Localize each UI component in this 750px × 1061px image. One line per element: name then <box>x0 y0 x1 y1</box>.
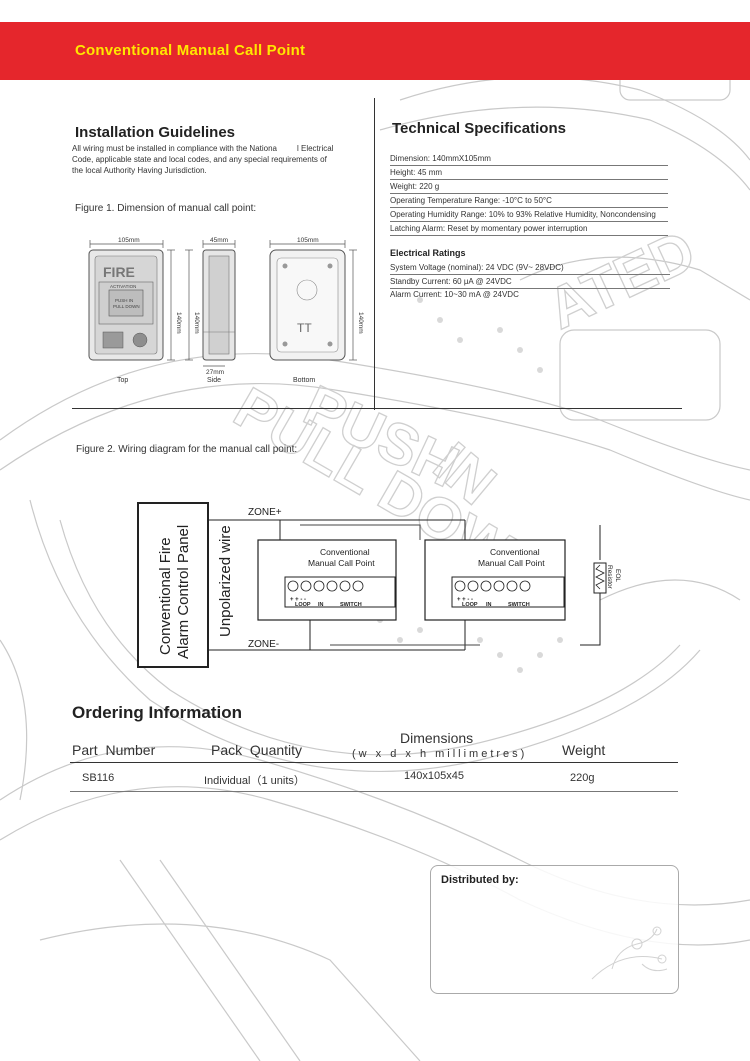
installation-line: Code, applicable state and local codes, … <box>72 155 327 164</box>
electrical-row: Alarm Current: 10~30 mA @ 24VDC <box>390 290 519 299</box>
spec-row: Operating Temperature Range: -10°C to 50… <box>390 195 668 208</box>
figure1-drawing: 105mm 140mm 45mm 140mm 27mm 105mm 140mm … <box>88 237 364 384</box>
label-top: Top <box>117 377 128 384</box>
mcp1-title-line2: Manual Call Point <box>308 558 375 568</box>
electrical-row: Standby Current: 60 μA @ 24VDC <box>390 276 670 289</box>
installation-line: the local Authority Having Jurisdiction. <box>72 166 207 175</box>
ordering-divider-bottom <box>70 791 678 792</box>
device-activation-text: ACTIVATION <box>110 284 136 289</box>
eol-line2: Resistor <box>606 565 613 590</box>
ordering-divider-top <box>70 762 678 763</box>
zone-minus-label: ZONE- <box>248 639 279 650</box>
mcp-box-1 <box>257 539 397 621</box>
weight-header: Weight <box>562 742 606 758</box>
mcp1-signs: + + - - <box>290 597 306 603</box>
bottom-height-label: 140mm <box>357 312 364 334</box>
side-width-label: 45mm <box>210 237 228 244</box>
column-divider <box>374 98 375 410</box>
header-title: Conventional Manual Call Point <box>75 42 306 59</box>
figure1-caption: Figure 1. Dimension of manual call point… <box>75 203 257 214</box>
spec-row: Weight: 220 g <box>390 181 668 194</box>
dims-header: (w x d x h millimetres) <box>352 748 528 760</box>
top-width-label: 105mm <box>118 237 140 244</box>
dims-top-header: Dimensions <box>400 730 474 746</box>
mcp-box-2 <box>424 539 566 621</box>
spec-row: Height: 45 mm <box>390 167 668 180</box>
mcp2-signs: + + - - <box>457 597 473 603</box>
electrical-row: System Voltage (nominal): 24 VDC (9V~ 28… <box>390 262 670 275</box>
ordering-title: Ordering Information <box>72 703 242 722</box>
wiring-diagram: Conventional Fire Alarm Control Panel Un… <box>137 502 621 668</box>
top-height-label: 140mm <box>175 312 182 334</box>
header-bar: Conventional Manual Call Point <box>0 22 750 80</box>
device-pull-text: PULL DOWN <box>113 304 140 309</box>
side-view-device <box>202 249 236 361</box>
installation-text: All wiring must be installed in complian… <box>72 143 372 176</box>
zone-plus-label: ZONE+ <box>248 507 282 518</box>
section-divider <box>72 408 682 409</box>
device-fire-text: FIRE <box>103 264 135 280</box>
label-side: Side <box>207 377 221 384</box>
mcp1-title-line1: Conventional <box>320 547 370 557</box>
bottom-view-device <box>269 249 346 361</box>
spec-row: Dimension: 140mmX105mm <box>390 153 668 166</box>
part-number-cell: SB116 <box>82 772 115 784</box>
eol-line1: EOL <box>614 569 621 582</box>
specs-title: Technical Specifications <box>392 120 566 137</box>
installation-title: Installation Guidelines <box>75 124 236 141</box>
figure2-caption: Figure 2. Wiring diagram for the manual … <box>76 444 298 455</box>
mcp1-loop: LOOP <box>295 602 311 608</box>
mcp2-title-line1: Conventional <box>490 547 540 557</box>
panel-label-line2: Alarm Control Panel <box>175 525 192 659</box>
mcp1-switch: SWITCH <box>340 602 362 608</box>
part-number-header: Part Number <box>72 742 156 758</box>
mcp2-loop: LOOP <box>462 602 478 608</box>
mcp1-in: IN <box>318 602 324 608</box>
mcp2-switch: SWITCH <box>508 602 530 608</box>
spec-row: Operating Humidity Range: 10% to 93% Rel… <box>390 209 668 222</box>
control-panel-box <box>137 502 209 668</box>
electrical-title: Electrical Ratings <box>390 248 466 258</box>
mcp2-in: IN <box>486 602 492 608</box>
top-view-device <box>88 249 164 361</box>
weight-cell: 220g <box>570 772 595 784</box>
pack-quantity-cell: Individual（1 units） <box>204 775 305 787</box>
installation-line: All wiring must be installed in complian… <box>72 144 334 153</box>
unpolarized-label: Unpolarized wire <box>217 525 234 637</box>
device-push-text: PUSH IN <box>115 298 133 303</box>
pack-quantity-header: Pack Quantity <box>211 742 303 758</box>
distributed-by-box: Distributed by: <box>430 865 679 994</box>
side-depth-label: 27mm <box>206 369 224 376</box>
mcp2-title-line2: Manual Call Point <box>478 558 545 568</box>
floral-ornament <box>591 926 668 980</box>
spec-row: Latching Alarm: Reset by momentary power… <box>390 223 668 236</box>
label-bottom: Bottom <box>293 377 315 384</box>
distributed-by-label: Distributed by: <box>441 874 519 886</box>
bottom-mark-text: TT <box>297 321 312 335</box>
dims-cell: 140x105x45 <box>404 770 464 782</box>
side-height-label: 140mm <box>193 312 200 334</box>
panel-label-line1: Conventional Fire <box>157 537 174 655</box>
bottom-width-label: 105mm <box>297 237 319 244</box>
